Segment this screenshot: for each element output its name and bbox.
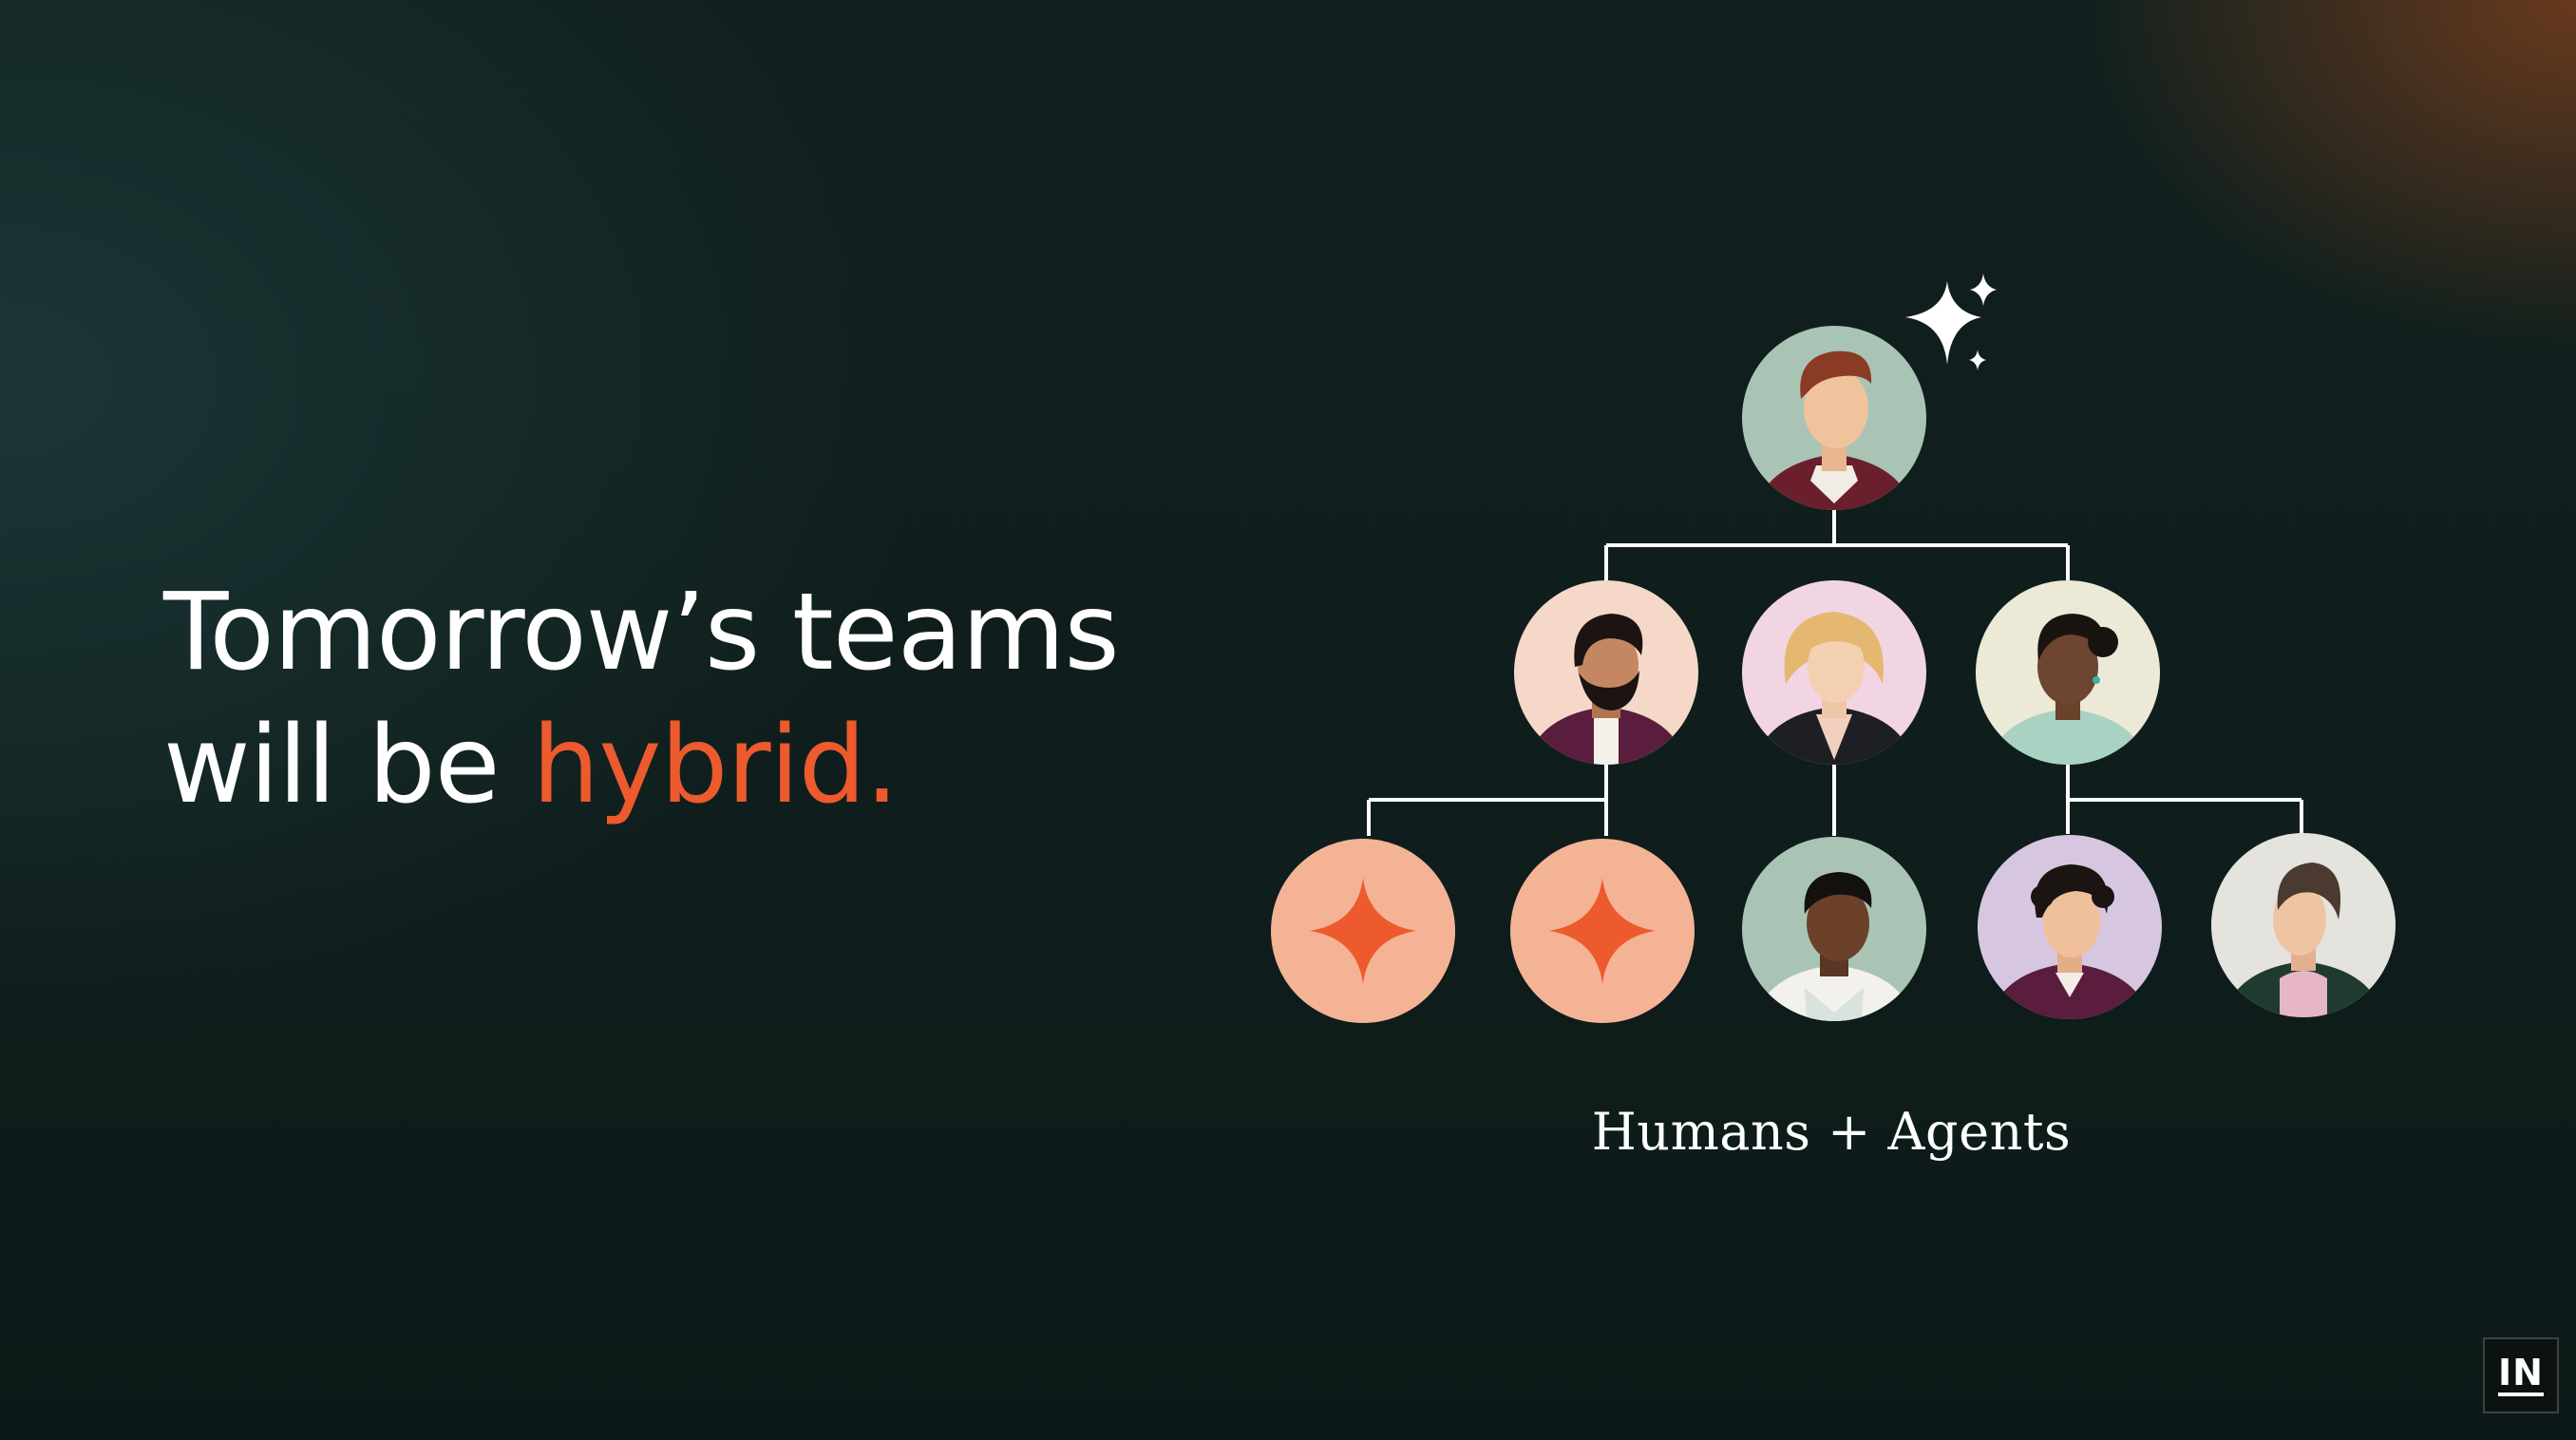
sparkle-icon [1905, 274, 1997, 370]
headline-line-1: Tomorrow’s teams [163, 571, 1120, 694]
woman-avatar [1976, 580, 2160, 765]
man-avatar [1742, 837, 1926, 1021]
man-profile-avatar [2211, 833, 2396, 1017]
logo-text: IN [2498, 1355, 2544, 1396]
headline-line-2-prefix: will be [163, 704, 533, 827]
bearded-man-avatar [1514, 580, 1698, 765]
headline: Tomorrow’s teams will be hybrid. [163, 566, 1120, 832]
headline-accent: hybrid. [532, 704, 899, 827]
logo-badge: IN [2483, 1337, 2559, 1413]
agent-sparkle-icon [1310, 878, 1416, 984]
headline-line-2: will be hybrid. [163, 699, 1119, 832]
curly-hair-man-avatar [1978, 835, 2162, 1019]
connector-lines [1367, 510, 2303, 836]
blonde-woman-avatar [1742, 580, 1926, 765]
manager-avatar [1742, 326, 1926, 510]
agent-avatar-1 [1271, 839, 1455, 1023]
agent-avatar-2 [1510, 839, 1695, 1023]
caption: Humans + Agents [1591, 1102, 2072, 1162]
agent-sparkle-icon [1549, 878, 1656, 984]
